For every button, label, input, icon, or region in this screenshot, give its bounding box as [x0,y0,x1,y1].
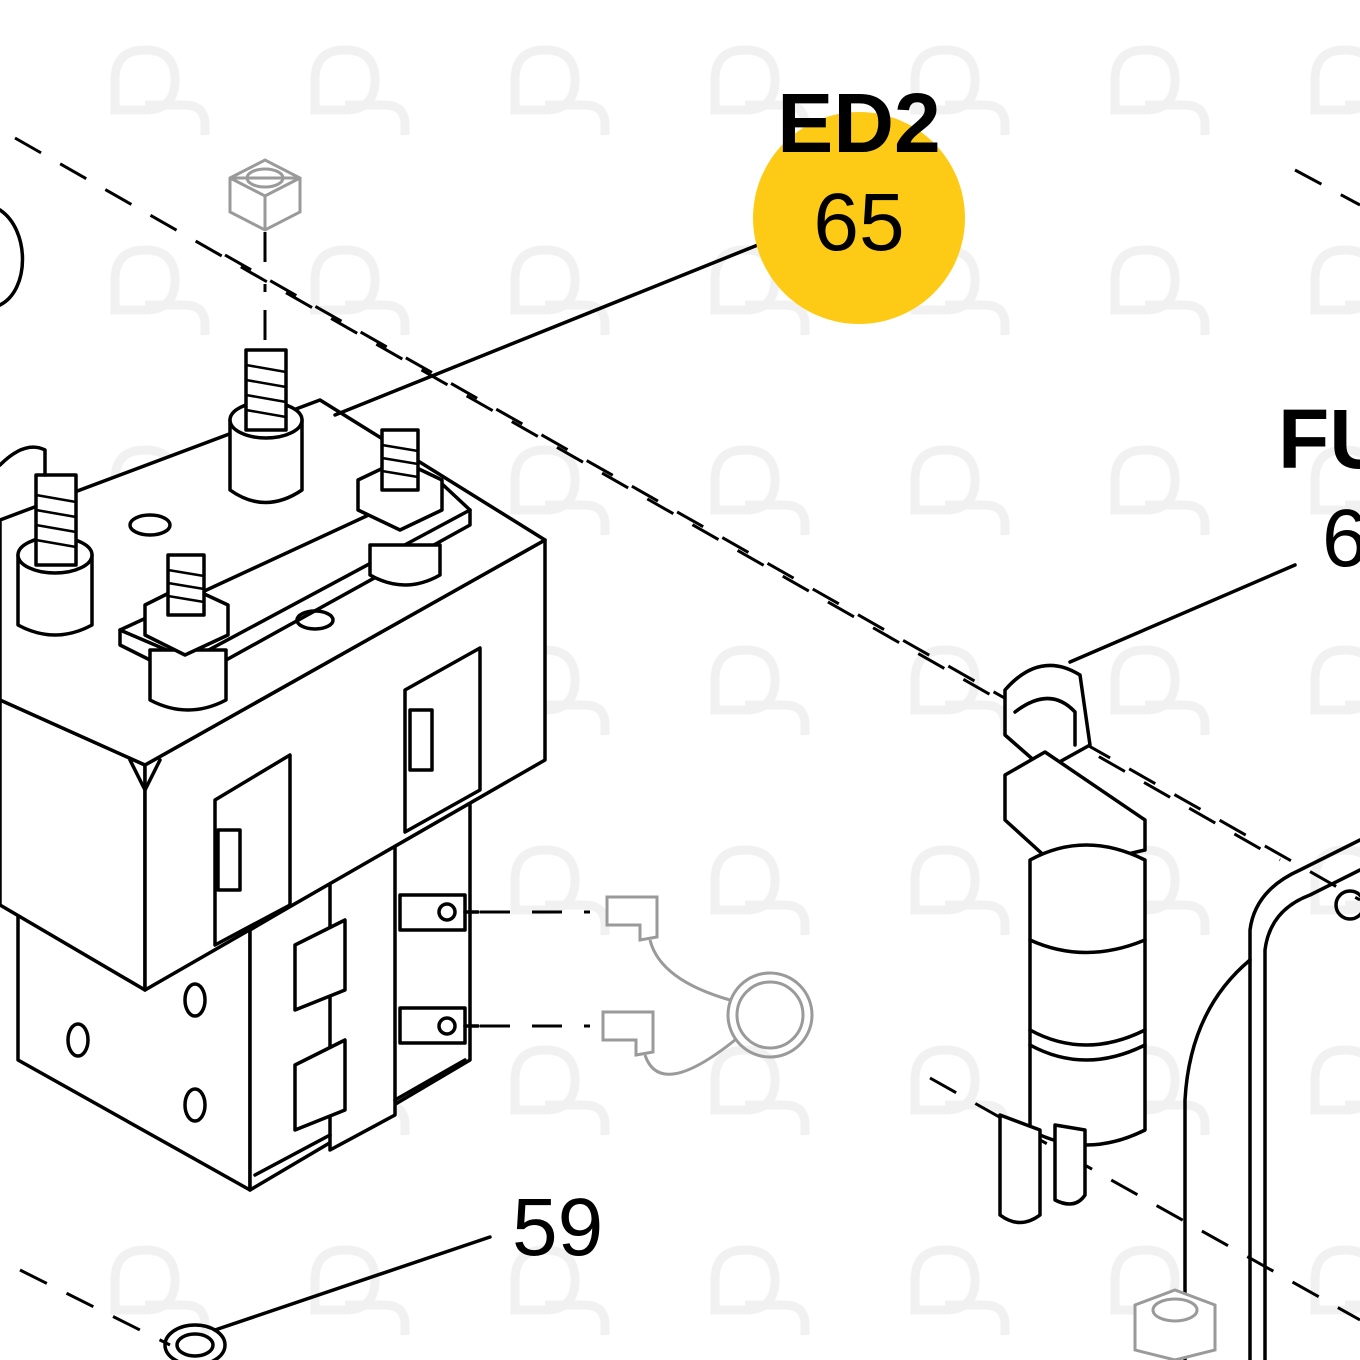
cable-loop [0,208,25,307]
callout-code: ED2 [777,76,940,170]
callout-number: 65 [813,177,904,268]
leader-lines [213,230,1297,1332]
callout-code: FU [1278,392,1360,486]
callout-fu[interactable]: FU 6 [1278,392,1360,584]
spade-connector-icon [601,895,814,1076]
callout-number: 6 [1322,493,1360,584]
hex-nut-icon [228,158,302,232]
contactor-icon [0,348,547,1192]
callout-ed2[interactable]: ED2 65 [753,76,965,324]
callout-59[interactable]: 59 [512,1182,603,1273]
hex-nut-icon [1133,1288,1217,1360]
fuse-icon [998,663,1360,1360]
callout-number: 59 [512,1182,603,1273]
washer-icon [163,1323,227,1360]
callout-highlight-circle [753,112,965,324]
